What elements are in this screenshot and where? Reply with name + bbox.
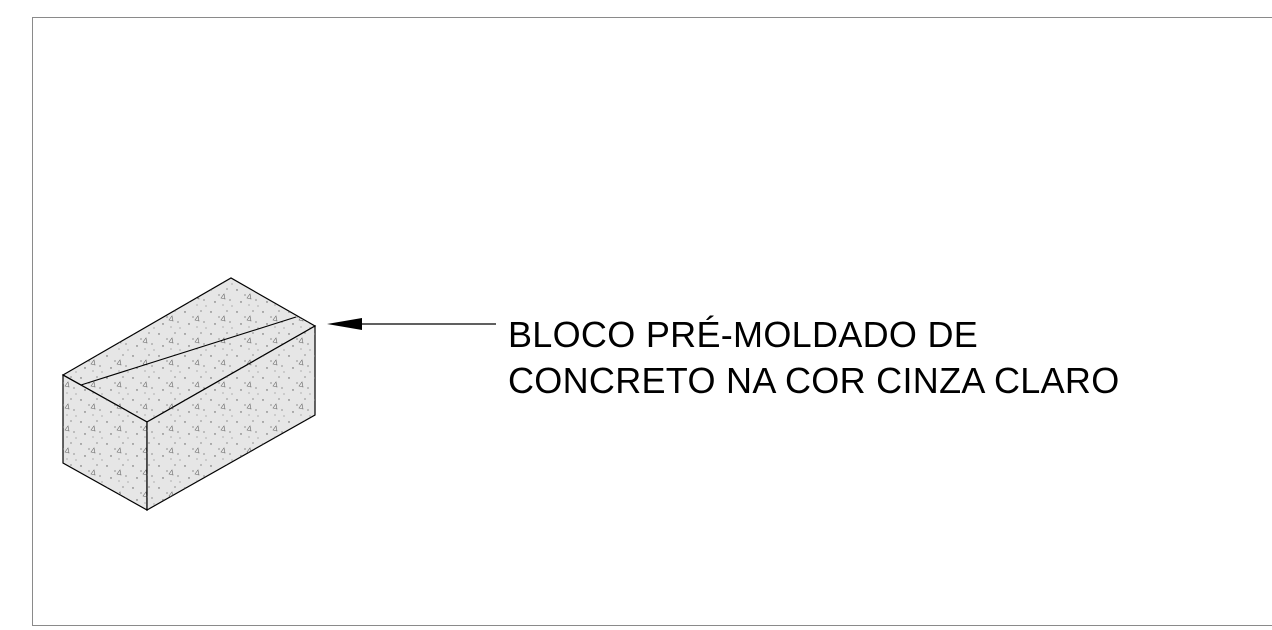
- drawing-frame: [32, 17, 1272, 626]
- leader-arrowhead: [327, 318, 362, 330]
- annotation-line-2: CONCRETO NA COR CINZA CLARO: [508, 360, 1120, 401]
- annotation-line-1: BLOCO PRÉ-MOLDADO DE: [508, 314, 979, 355]
- block-annotation: BLOCO PRÉ-MOLDADO DE CONCRETO NA COR CIN…: [508, 312, 1120, 404]
- block-chamfer-line: [80, 316, 297, 386]
